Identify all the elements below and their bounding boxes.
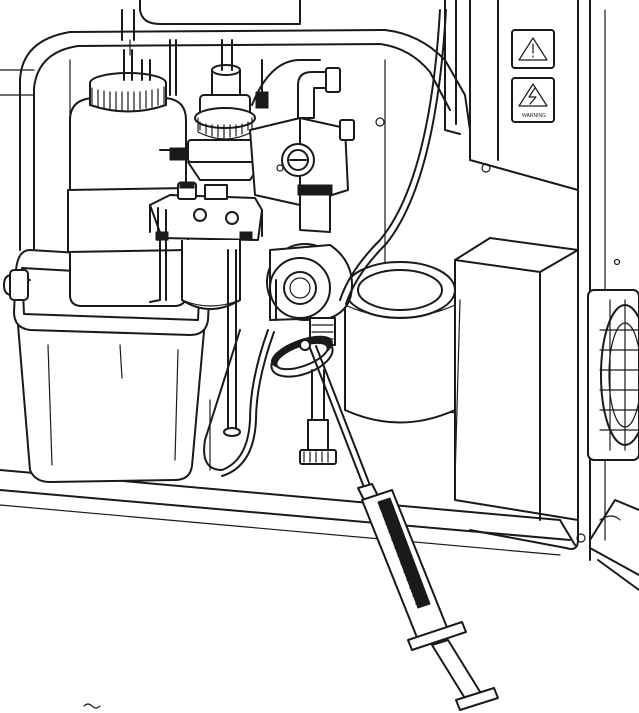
power-supply-box	[454, 237, 579, 521]
side-door-panel	[444, 0, 639, 591]
electrical-hazard-icon	[518, 83, 548, 107]
syringe	[309, 345, 499, 711]
mixing-cup	[344, 261, 456, 424]
tilde-mark	[83, 703, 101, 709]
exclamation-warning-icon	[518, 37, 548, 61]
sample-chamber	[266, 184, 353, 346]
filter-assembly	[149, 181, 263, 310]
cooling-fan	[587, 289, 639, 461]
warning-label-text: WARNING	[522, 113, 546, 119]
warning-labels: WARNING	[511, 29, 555, 123]
valve-block	[249, 59, 385, 206]
pump-head	[159, 39, 263, 181]
tubing	[169, 9, 447, 477]
drain-fitting	[299, 369, 337, 465]
